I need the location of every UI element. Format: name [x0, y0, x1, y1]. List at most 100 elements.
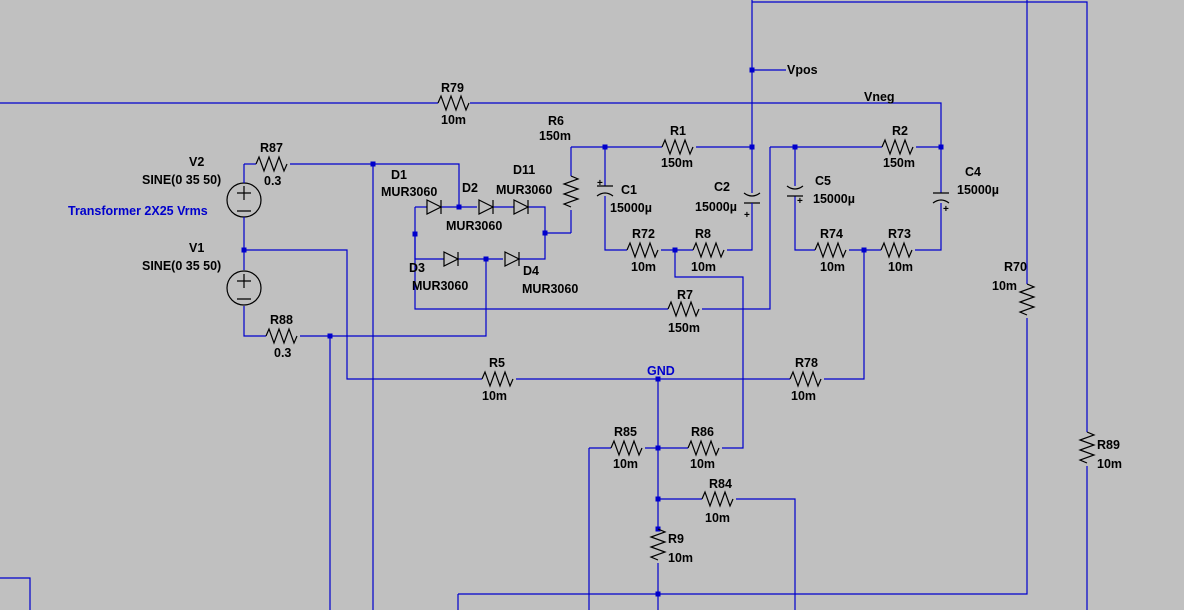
diode-name: D2 — [462, 181, 478, 195]
diode-model: MUR3060 — [446, 219, 502, 233]
diode-model: MUR3060 — [412, 279, 468, 293]
resistor-r87-symbol — [255, 155, 288, 173]
resistor-r8-symbol — [692, 241, 725, 259]
resistor-r85-symbol — [610, 439, 643, 457]
capacitor-value: 15000µ — [957, 183, 999, 197]
resistor-r5-symbol — [481, 370, 514, 388]
capacitor-name: C2 — [714, 180, 730, 194]
diode-d11[interactable] — [513, 199, 530, 215]
capacitor-value: 15000µ — [695, 200, 737, 214]
voltage-source-v2[interactable] — [226, 182, 262, 218]
source-value-v1: SINE(0 35 50) — [142, 259, 221, 273]
resistor-name: R86 — [691, 425, 714, 439]
capacitor-c4[interactable]: + — [932, 192, 950, 215]
resistor-name: R8 — [695, 227, 711, 241]
resistor-r9-symbol — [649, 528, 667, 561]
net-label-vpos: Vpos — [787, 63, 818, 77]
resistor-name: R89 — [1097, 438, 1120, 452]
resistor-value: 150m — [661, 156, 693, 170]
resistor-r7-symbol — [667, 300, 700, 318]
net-label-gnd: GND — [647, 364, 675, 378]
diode-name: D1 — [391, 168, 407, 182]
svg-text:+: + — [797, 196, 803, 207]
svg-text:+: + — [744, 210, 750, 221]
capacitor-c2[interactable]: + — [743, 192, 761, 221]
source-name-v1: V1 — [189, 241, 204, 255]
resistor-name: R74 — [820, 227, 843, 241]
resistor-r88-symbol — [265, 327, 298, 345]
resistor-value: 0.3 — [274, 346, 291, 360]
capacitor-c5[interactable]: + — [786, 185, 804, 207]
capacitor-name: C1 — [621, 183, 637, 197]
diode-labels: D1 MUR3060 D2 MUR3060 D11 MUR3060 D3 MUR… — [381, 163, 578, 296]
resistor-value: 10m — [1097, 457, 1122, 471]
resistor-value: 10m — [705, 511, 730, 525]
capacitor-name: C4 — [965, 165, 981, 179]
resistor-name: R1 — [670, 124, 686, 138]
resistor-name: R78 — [795, 356, 818, 370]
source-value-v2: SINE(0 35 50) — [142, 173, 221, 187]
resistor-name: R2 — [892, 124, 908, 138]
capacitor-value: 15000µ — [813, 192, 855, 206]
resistor-r79-symbol — [437, 94, 470, 112]
resistor-r1-symbol — [661, 138, 694, 156]
resistor-r2-symbol — [881, 138, 914, 156]
resistor-name: R6 — [548, 114, 564, 128]
capacitor-labels: C1 15000µ C2 15000µ C5 15000µ C4 15000µ — [610, 165, 999, 215]
resistor-name: R79 — [441, 81, 464, 95]
resistor-name: R85 — [614, 425, 637, 439]
capacitor-name: C5 — [815, 174, 831, 188]
resistor-r72-symbol — [626, 241, 659, 259]
resistor-r86-symbol — [687, 439, 720, 457]
svg-text:+: + — [943, 204, 949, 215]
diode-model: MUR3060 — [522, 282, 578, 296]
diode-model: MUR3060 — [381, 185, 437, 199]
resistor-r74-symbol — [814, 241, 847, 259]
resistor-value: 0.3 — [264, 174, 281, 188]
net-labels: Vpos Vneg GND Transformer 2X25 Vrms — [68, 63, 895, 378]
resistor-value: 10m — [482, 389, 507, 403]
resistor-value: 10m — [441, 113, 466, 127]
capacitor-value: 15000µ — [610, 201, 652, 215]
voltage-source-v1[interactable] — [226, 270, 262, 306]
resistor-value: 10m — [613, 457, 638, 471]
resistor-value: 10m — [791, 389, 816, 403]
net-label-vneg: Vneg — [864, 90, 895, 104]
comment-transformer: Transformer 2X25 Vrms — [68, 204, 208, 218]
resistor-r89-symbol — [1078, 431, 1096, 464]
resistor-name: R88 — [270, 313, 293, 327]
resistor-r70-symbol — [1018, 283, 1036, 316]
diode-d3[interactable] — [443, 251, 460, 267]
resistor-value: 10m — [888, 260, 913, 274]
resistor-r73-symbol — [880, 241, 913, 259]
resistor-r6-symbol — [562, 175, 580, 208]
resistor-value: 150m — [668, 321, 700, 335]
resistor-name: R5 — [489, 356, 505, 370]
diode-name: D4 — [523, 264, 539, 278]
diode-d4[interactable] — [504, 251, 521, 267]
resistor-name: R9 — [668, 532, 684, 546]
resistor-value: 10m — [631, 260, 656, 274]
resistor-value: 10m — [668, 551, 693, 565]
diode-d1[interactable] — [426, 199, 443, 215]
source-labels: V2 SINE(0 35 50) V1 SINE(0 35 50) — [142, 155, 221, 273]
resistor-r78-symbol — [789, 370, 822, 388]
resistor-name: R73 — [888, 227, 911, 241]
resistor-name: R7 — [677, 288, 693, 302]
diode-model: MUR3060 — [496, 183, 552, 197]
resistor-value: 150m — [539, 129, 571, 143]
resistor-value: 150m — [883, 156, 915, 170]
wires — [0, 0, 1088, 610]
resistor-value: 10m — [690, 457, 715, 471]
capacitor-c1[interactable]: + — [596, 178, 614, 197]
svg-text:+: + — [597, 178, 603, 189]
resistor-value: 10m — [992, 279, 1017, 293]
diode-d2[interactable] — [478, 199, 495, 215]
source-name-v2: V2 — [189, 155, 204, 169]
resistor-value: 10m — [820, 260, 845, 274]
diode-name: D3 — [409, 261, 425, 275]
resistor-labels: R79 10m R87 0.3 R88 0.3 R6 150m R1 150m … — [260, 81, 1122, 565]
resistor-r84-symbol — [701, 490, 734, 508]
